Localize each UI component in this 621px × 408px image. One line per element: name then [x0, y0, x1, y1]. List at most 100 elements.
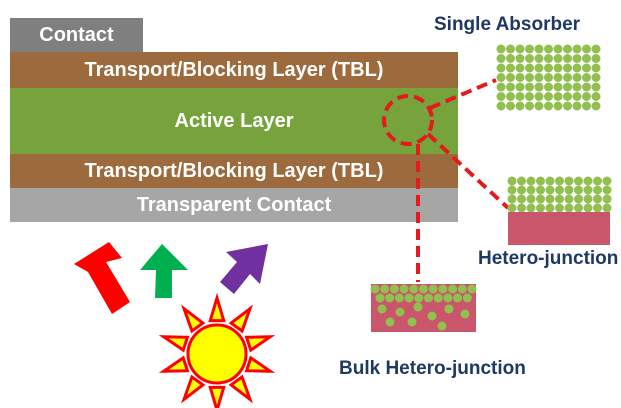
particle [593, 176, 602, 186]
sun-core [186, 323, 248, 385]
particle [517, 185, 526, 195]
particle [602, 185, 612, 195]
particle [564, 185, 574, 195]
particle [564, 203, 574, 213]
particle [525, 63, 534, 73]
particle [563, 82, 572, 92]
sun-ray [244, 335, 276, 353]
particle [593, 194, 602, 204]
particle [582, 44, 591, 54]
particle [582, 92, 591, 101]
particle [563, 73, 572, 82]
sun-ray [208, 385, 226, 408]
particle [534, 44, 544, 54]
particle [534, 63, 544, 73]
particle [507, 203, 517, 213]
particle [553, 73, 563, 82]
particle [534, 73, 544, 82]
particle [591, 63, 601, 73]
particle [574, 176, 583, 186]
bulk-hetero-junction-label: Bulk Hetero-junction [339, 358, 526, 379]
particle [544, 54, 553, 63]
particle [407, 317, 417, 327]
particle [545, 176, 555, 186]
particle [517, 176, 526, 186]
particle [544, 44, 553, 54]
particle [507, 185, 517, 195]
particle [602, 194, 612, 204]
particle [544, 92, 553, 101]
particle [572, 82, 582, 92]
contact-layer: Contact [10, 18, 143, 52]
tbl-top-label: Transport/Blocking Layer (TBL) [84, 58, 384, 81]
particle [553, 54, 563, 63]
particle [574, 203, 583, 213]
particle [377, 304, 387, 314]
callout-line-single [429, 78, 497, 110]
active-layer-label: Active Layer [174, 109, 294, 132]
particle [389, 284, 399, 294]
particle [572, 63, 582, 73]
particle [517, 203, 526, 213]
callout-circle [382, 94, 434, 146]
particle [544, 63, 553, 73]
particle [574, 185, 583, 195]
particle [526, 176, 536, 186]
transparent-contact-label: Transparent Contact [136, 193, 332, 216]
light-arrow-green [140, 244, 188, 298]
particle [525, 82, 534, 92]
particle [433, 293, 443, 303]
particle [448, 284, 458, 294]
particle [534, 82, 544, 92]
particle [443, 293, 453, 303]
sun-ray [158, 335, 190, 353]
particle [515, 44, 525, 54]
particle [564, 194, 574, 204]
particle [506, 44, 515, 54]
particle [553, 63, 563, 73]
particle [591, 101, 601, 111]
sun-ray [158, 355, 190, 373]
particle [507, 176, 517, 186]
particle [380, 284, 390, 294]
particle [572, 73, 582, 82]
particle [591, 92, 601, 101]
particle [545, 185, 555, 195]
tbl-bottom-layer: Transport/Blocking Layer (TBL) [10, 154, 458, 188]
particle [583, 203, 593, 213]
particle [525, 44, 534, 54]
particle [583, 185, 593, 195]
particle [555, 185, 564, 195]
sun-ray [228, 374, 254, 404]
callout-lines [382, 78, 510, 282]
light-arrow-purple [220, 244, 268, 294]
particle [496, 101, 506, 111]
particle [602, 176, 612, 186]
particle [437, 321, 447, 331]
callout-line-hetero [426, 132, 510, 210]
particle [563, 92, 572, 101]
particle [553, 92, 563, 101]
particle [583, 194, 593, 204]
particle [591, 54, 601, 63]
particle [593, 203, 602, 213]
particle [534, 54, 544, 63]
contact-label: Contact [39, 23, 114, 46]
transparent-contact-layer: Transparent Contact [10, 188, 458, 222]
particle [534, 101, 544, 111]
particle [496, 44, 506, 54]
particle [506, 101, 515, 111]
particle [515, 54, 525, 63]
particle [536, 185, 545, 195]
particle [506, 63, 515, 73]
particle [506, 92, 515, 101]
particle [593, 185, 602, 195]
particle [395, 307, 405, 317]
particle [399, 284, 409, 294]
particle [563, 101, 572, 111]
particle [545, 203, 555, 213]
particle [572, 101, 582, 111]
particle [572, 92, 582, 101]
particle [385, 317, 395, 327]
sun-ray [244, 355, 276, 373]
